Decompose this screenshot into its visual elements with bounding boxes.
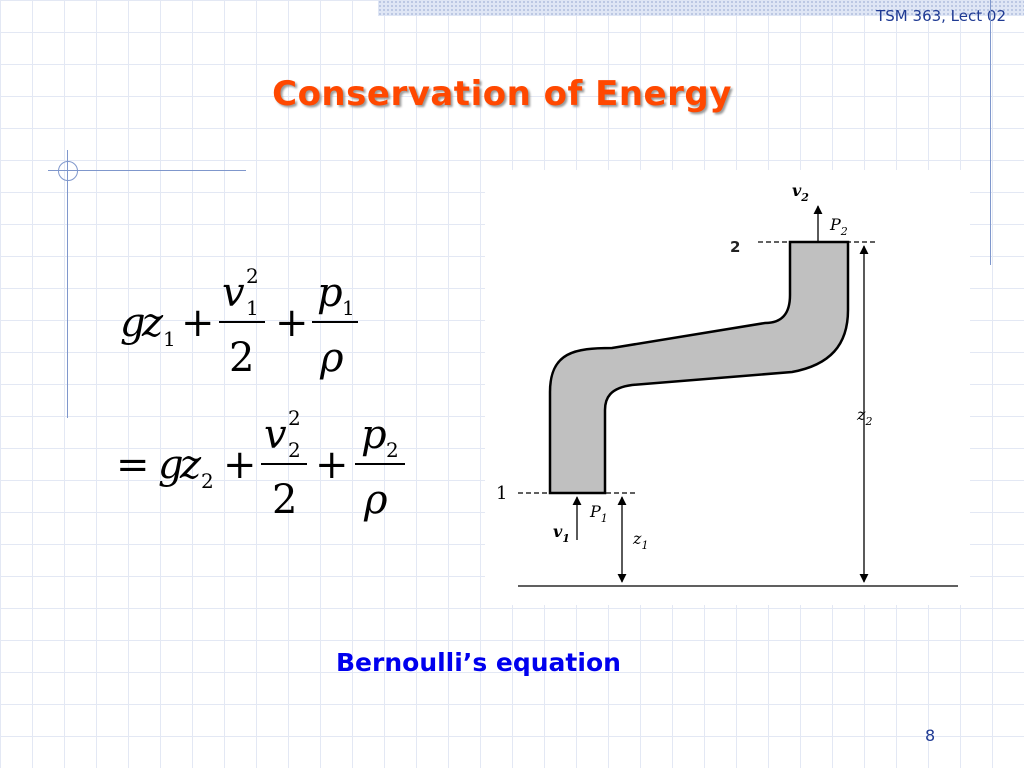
eq2-v: v <box>264 412 287 458</box>
eq2-fraction-bar-1 <box>261 463 307 465</box>
eq1-p-sub: 1 <box>342 296 355 320</box>
label-v1: v1 <box>553 522 570 545</box>
eq1-v-sub: 1 <box>246 296 259 320</box>
slide-title: Conservation of Energy <box>272 74 732 114</box>
caption-bernoulli: Bernoulli’s equation <box>336 648 621 677</box>
eq1-fraction-bar-2 <box>312 321 358 323</box>
decorative-line-horizontal <box>48 170 246 171</box>
decorative-line-right <box>990 0 991 265</box>
eq2-z: z <box>180 442 202 488</box>
eq1-denominator-1: 2 <box>229 335 255 381</box>
eq2-plus-2: + <box>315 442 349 488</box>
eq2-g: g <box>158 442 184 488</box>
decorative-circle-icon <box>58 161 78 181</box>
label-z1: z1 <box>632 529 648 552</box>
label-P2: P2 <box>829 215 848 238</box>
eq2-plus-1: + <box>223 442 257 488</box>
eq2-v-sup: 2 <box>288 406 301 430</box>
eq1-g: g <box>120 300 146 346</box>
eq2-equals: = <box>116 442 150 488</box>
eq2-v-sub: 2 <box>288 438 301 462</box>
label-P1: P1 <box>589 502 608 525</box>
course-tag: TSM 363, Lect 02 <box>876 7 1006 25</box>
eq2-rho: ρ <box>364 477 388 523</box>
page-number: 8 <box>925 726 936 745</box>
pipe-shape <box>548 240 850 495</box>
eq1-rho: ρ <box>320 335 344 381</box>
eq1-v: v <box>222 270 245 316</box>
eq1-p: p <box>317 270 343 316</box>
eq2-fraction-bar-2 <box>355 463 405 465</box>
label-point-1: 1 <box>496 483 507 504</box>
label-v2: v2 <box>792 181 809 204</box>
eq2-z-sub: 2 <box>201 469 214 493</box>
eq2-p-sub: 2 <box>386 438 399 462</box>
eq1-plus-1: + <box>181 300 215 346</box>
label-point-2: 2 <box>730 238 740 256</box>
eq1-z-sub: 1 <box>163 327 176 351</box>
header-band <box>378 0 1024 16</box>
eq1-fraction-bar-1 <box>219 321 265 323</box>
eq2-denominator-1: 2 <box>272 477 298 523</box>
eq1-plus-2: + <box>275 300 309 346</box>
label-z2: z2 <box>856 405 872 428</box>
decorative-line-vertical <box>67 150 68 418</box>
eq2-p: p <box>361 412 387 458</box>
eq1-z: z <box>142 300 164 346</box>
eq1-v-sup: 2 <box>246 264 259 288</box>
